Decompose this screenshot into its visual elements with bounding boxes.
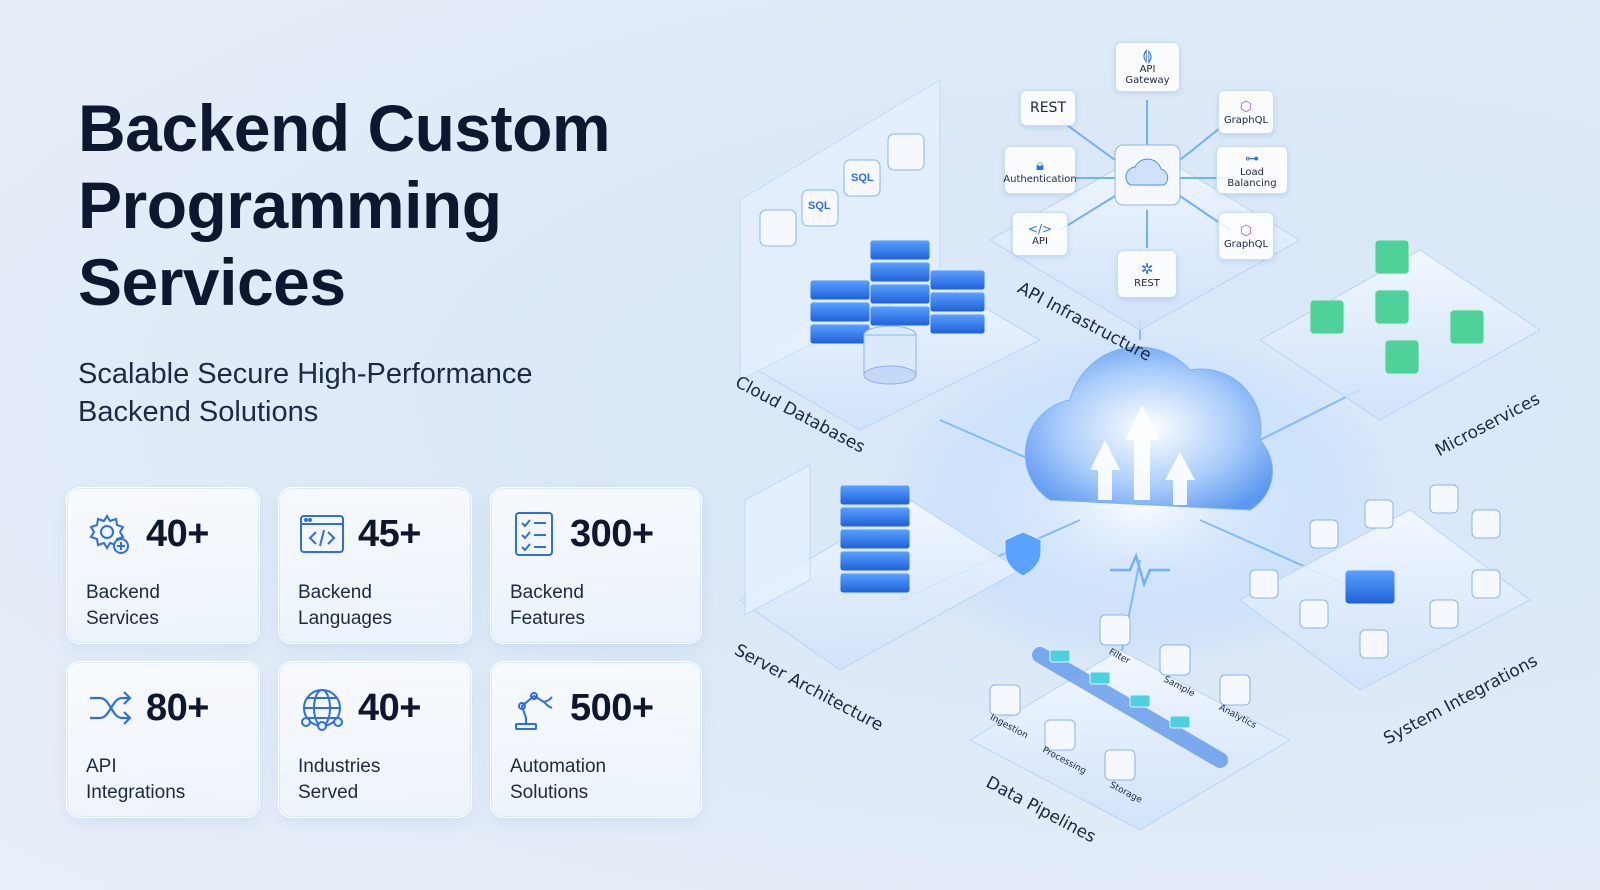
api-node: </> API <box>1012 212 1068 256</box>
microservices-platform <box>1259 239 1541 421</box>
title-line-3: Services <box>78 245 346 319</box>
globe-network-icon <box>301 689 343 731</box>
stat-label-line: Industries <box>298 756 381 777</box>
stat-label: Automation Solutions <box>510 754 660 806</box>
stat-label-line: Backend <box>86 582 160 603</box>
api-gateway-node: ⟬⟭ API Gateway <box>1115 42 1180 92</box>
stat-label-line: Integrations <box>86 782 186 803</box>
stat-card: 500+ Automation Solutions <box>490 661 702 818</box>
stat-card: 300+ Backend Features <box>490 487 702 644</box>
hero: Backend Custom Programming Services Scal… <box>78 90 718 431</box>
graphql-label: GraphQL <box>1223 114 1269 126</box>
stat-label: API Integrations <box>86 754 236 806</box>
api-gateway-label: API Gateway <box>1125 64 1170 86</box>
robot-arm-icon <box>515 692 553 730</box>
data-pipelines-platform <box>968 614 1292 831</box>
authentication-node: 🔒︎ Authentication <box>1003 146 1077 194</box>
title-line-1: Backend Custom <box>78 91 611 165</box>
server-architecture-platform <box>739 464 1042 671</box>
stat-label-line: Languages <box>298 608 393 629</box>
rest-node: REST <box>1020 90 1076 126</box>
gear-plus-icon <box>89 514 129 554</box>
shuffle-arrows-icon <box>90 691 132 725</box>
sql-badge: SQL <box>851 172 874 184</box>
stat-label-line: Backend <box>510 582 584 603</box>
load-balancing-node: ⊶ Load Balancing <box>1216 146 1288 194</box>
stat-label: Backend Features <box>510 580 660 632</box>
subtitle: Scalable Secure High-Performance Backend… <box>78 358 533 428</box>
stat-value: 80+ <box>146 686 209 729</box>
stat-label-line: Automation <box>510 756 607 777</box>
api-label: API <box>1032 235 1048 247</box>
graphql-bottom-label: GraphQL <box>1223 238 1269 250</box>
lock-icon: 🔒︎ <box>1036 155 1044 174</box>
authentication-label: Authentication <box>1003 173 1077 185</box>
stat-label-line: Services <box>86 608 159 629</box>
system-integrations-platform <box>1239 484 1531 691</box>
graphql-icon: ⬡ <box>1239 222 1253 239</box>
stat-value: 40+ <box>358 686 421 729</box>
page-title: Backend Custom Programming Services <box>78 90 718 321</box>
architecture-diagram: ⟬⟭ API Gateway REST ⬡ GraphQL 🔒︎ Authent… <box>720 0 1600 890</box>
code-icon: </> <box>1027 221 1053 236</box>
stat-value: 45+ <box>358 512 421 555</box>
stat-label-line: Served <box>298 782 359 803</box>
cloud-databases-platform <box>738 79 1042 431</box>
stat-value: 40+ <box>146 512 209 555</box>
diagram-illustration <box>738 79 1541 831</box>
stat-label-line: Backend <box>298 582 372 603</box>
stat-label: Industries Served <box>298 754 448 806</box>
stat-card: 45+ Backend Languages <box>278 487 472 644</box>
graphql-node: ⬡ GraphQL <box>1218 90 1274 134</box>
stat-label: Backend Services <box>86 580 236 632</box>
cloud-centerpiece <box>1024 346 1273 588</box>
hub-icon: ✲ <box>1140 259 1154 278</box>
stat-value: 500+ <box>570 686 654 729</box>
api-gateway-icon: ⟬⟭ <box>1142 48 1153 64</box>
title-line-2: Programming <box>78 168 502 242</box>
stats-grid: 40+ Backend Services 45+ Backend Languag… <box>66 487 706 818</box>
checklist-icon <box>515 512 553 556</box>
sql-badge: SQL <box>808 200 831 212</box>
rest-bottom-node: ✲ REST <box>1117 250 1177 298</box>
stat-label-line: Features <box>510 608 585 629</box>
stat-card: 80+ API Integrations <box>66 661 260 818</box>
stat-label-line: API <box>86 756 117 777</box>
graphql-icon: ⬡ <box>1239 98 1253 115</box>
stat-label-line: Solutions <box>510 782 589 803</box>
rest-bottom-label: REST <box>1134 277 1160 289</box>
stat-card: 40+ Industries Served <box>278 661 472 818</box>
stat-label: Backend Languages <box>298 580 448 632</box>
stat-value: 300+ <box>570 512 654 555</box>
rest-label: REST <box>1029 100 1066 116</box>
load-balancing-label: Load Balancing <box>1227 167 1277 189</box>
graphql-bottom-node: ⬡ GraphQL <box>1218 212 1274 260</box>
code-window-icon <box>300 515 344 553</box>
stat-card: 40+ Backend Services <box>66 487 260 644</box>
network-tree-icon: ⊶ <box>1245 151 1259 167</box>
